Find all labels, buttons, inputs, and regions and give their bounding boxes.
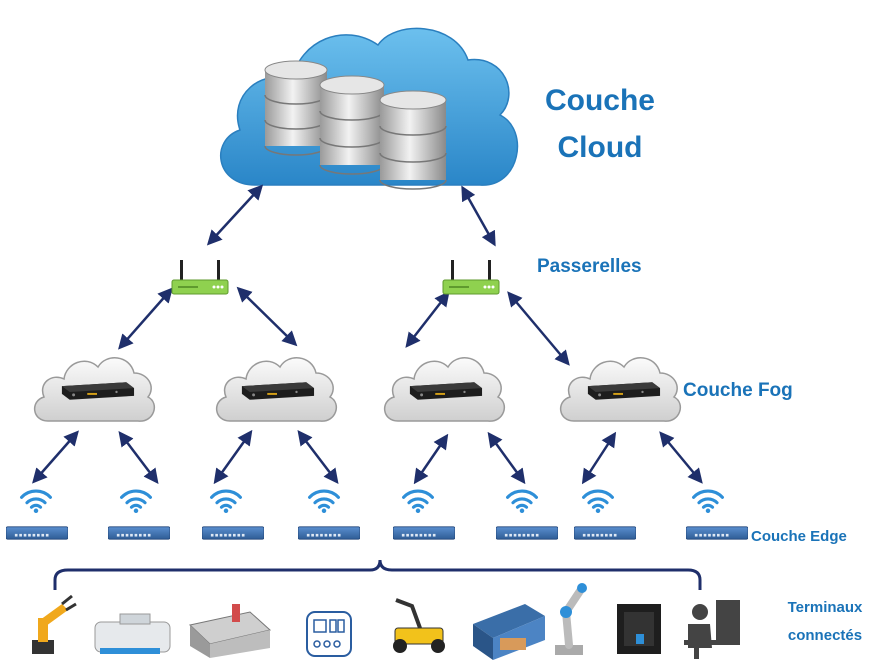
3d-printer-icon: [617, 604, 661, 654]
cloud-layer: [220, 27, 519, 190]
terminals-label: Terminaux: [788, 599, 863, 616]
cloud-layer-label: Couche: [545, 84, 655, 117]
fog-node: [33, 357, 156, 422]
wifi-icon: [209, 489, 243, 514]
agv-robot-icon: [94, 613, 171, 654]
cnc-machine-icon: [188, 604, 272, 658]
connection-arrows: [32, 184, 703, 485]
curly-brace: [53, 559, 702, 590]
network-switch-icon: [298, 526, 360, 540]
robot-arm-icon: [32, 594, 77, 654]
laser-cutter-icon: [473, 604, 545, 660]
fog-node: [383, 357, 506, 422]
fog-node: [559, 357, 682, 422]
wifi-icons: [19, 489, 725, 514]
wifi-icon: [307, 489, 341, 514]
database-icon: [319, 75, 385, 175]
operator-workstation-icon: [684, 600, 740, 659]
database-icon: [264, 60, 328, 156]
control-panel-icon: [306, 611, 352, 657]
mobile-robot-icon: [393, 598, 445, 653]
router-icon: [171, 259, 229, 295]
router-icon: [442, 259, 500, 295]
edge-layer-label: Couche Edge: [751, 528, 847, 545]
wifi-icon: [691, 489, 725, 514]
network-switch-icon: [496, 526, 558, 540]
network-switch-icon: [393, 526, 455, 540]
wifi-icon: [401, 489, 435, 514]
network-switch-icon: [202, 526, 264, 540]
network-switch-icon: [686, 526, 748, 540]
wifi-icon: [581, 489, 615, 514]
cloud-layer-label: Cloud: [558, 131, 643, 164]
network-switch-icon: [108, 526, 170, 540]
cobot-arm-icon: [555, 583, 587, 655]
terminals-label: connectés: [788, 627, 862, 644]
network-switch-icon: [6, 526, 68, 540]
wifi-icon: [119, 489, 153, 514]
fog-node: [215, 357, 338, 422]
fog-layer-label: Couche Fog: [683, 380, 793, 401]
wifi-icon: [505, 489, 539, 514]
terminal-devices: [32, 583, 740, 660]
gateways-label: Passerelles: [537, 256, 642, 277]
edge-switches: [6, 526, 748, 540]
network-switch-icon: [574, 526, 636, 540]
wifi-icon: [19, 489, 53, 514]
database-icon: [379, 90, 447, 190]
